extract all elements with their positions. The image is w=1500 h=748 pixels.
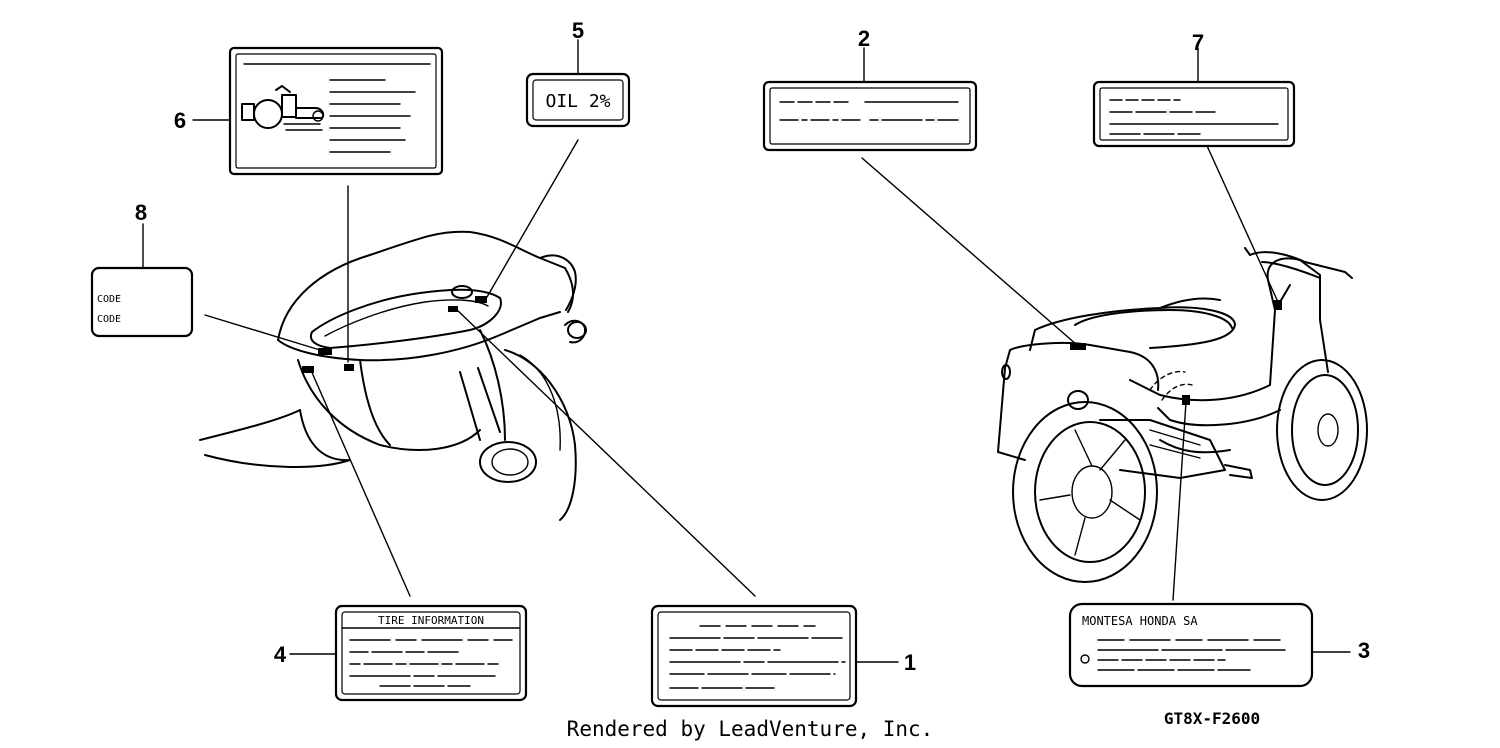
- rendered-by-credit: Rendered by LeadVenture, Inc.: [567, 717, 934, 741]
- callout-2: 2: [858, 26, 870, 51]
- callout-5: 5: [572, 18, 584, 43]
- oil-text: OIL 2%: [545, 91, 610, 112]
- scooter-full-view: [997, 247, 1368, 583]
- code-text-2: CODE: [97, 314, 121, 325]
- label-2[interactable]: [762, 80, 978, 152]
- callout-3: 3: [1358, 638, 1370, 663]
- callout-7: 7: [1192, 30, 1204, 55]
- tire-information-title: TIRE INFORMATION: [378, 614, 484, 627]
- label-3-manufacturer-plate[interactable]: MONTESA HONDA SA: [1068, 602, 1314, 688]
- code-text-1: CODE: [97, 294, 121, 305]
- scooter-rear-closeup: [199, 230, 587, 521]
- leader-lines: [142, 39, 1351, 663]
- label-4-tire-information[interactable]: TIRE INFORMATION: [334, 604, 528, 702]
- callout-8: 8: [135, 200, 147, 225]
- callout-6: 6: [174, 108, 186, 133]
- carburetor-icon: [241, 85, 325, 131]
- label-5-oil[interactable]: OIL 2%: [525, 72, 631, 128]
- manufacturer-text: MONTESA HONDA SA: [1082, 614, 1198, 628]
- label-1[interactable]: [650, 604, 858, 708]
- label-6-carburetor[interactable]: [228, 46, 444, 176]
- callout-4: 4: [274, 642, 287, 667]
- label-8-code[interactable]: CODE CODE: [90, 266, 194, 338]
- label-7[interactable]: [1092, 80, 1296, 148]
- diagram-code: GT8X-F2600: [1164, 709, 1260, 728]
- callout-1: 1: [904, 650, 916, 675]
